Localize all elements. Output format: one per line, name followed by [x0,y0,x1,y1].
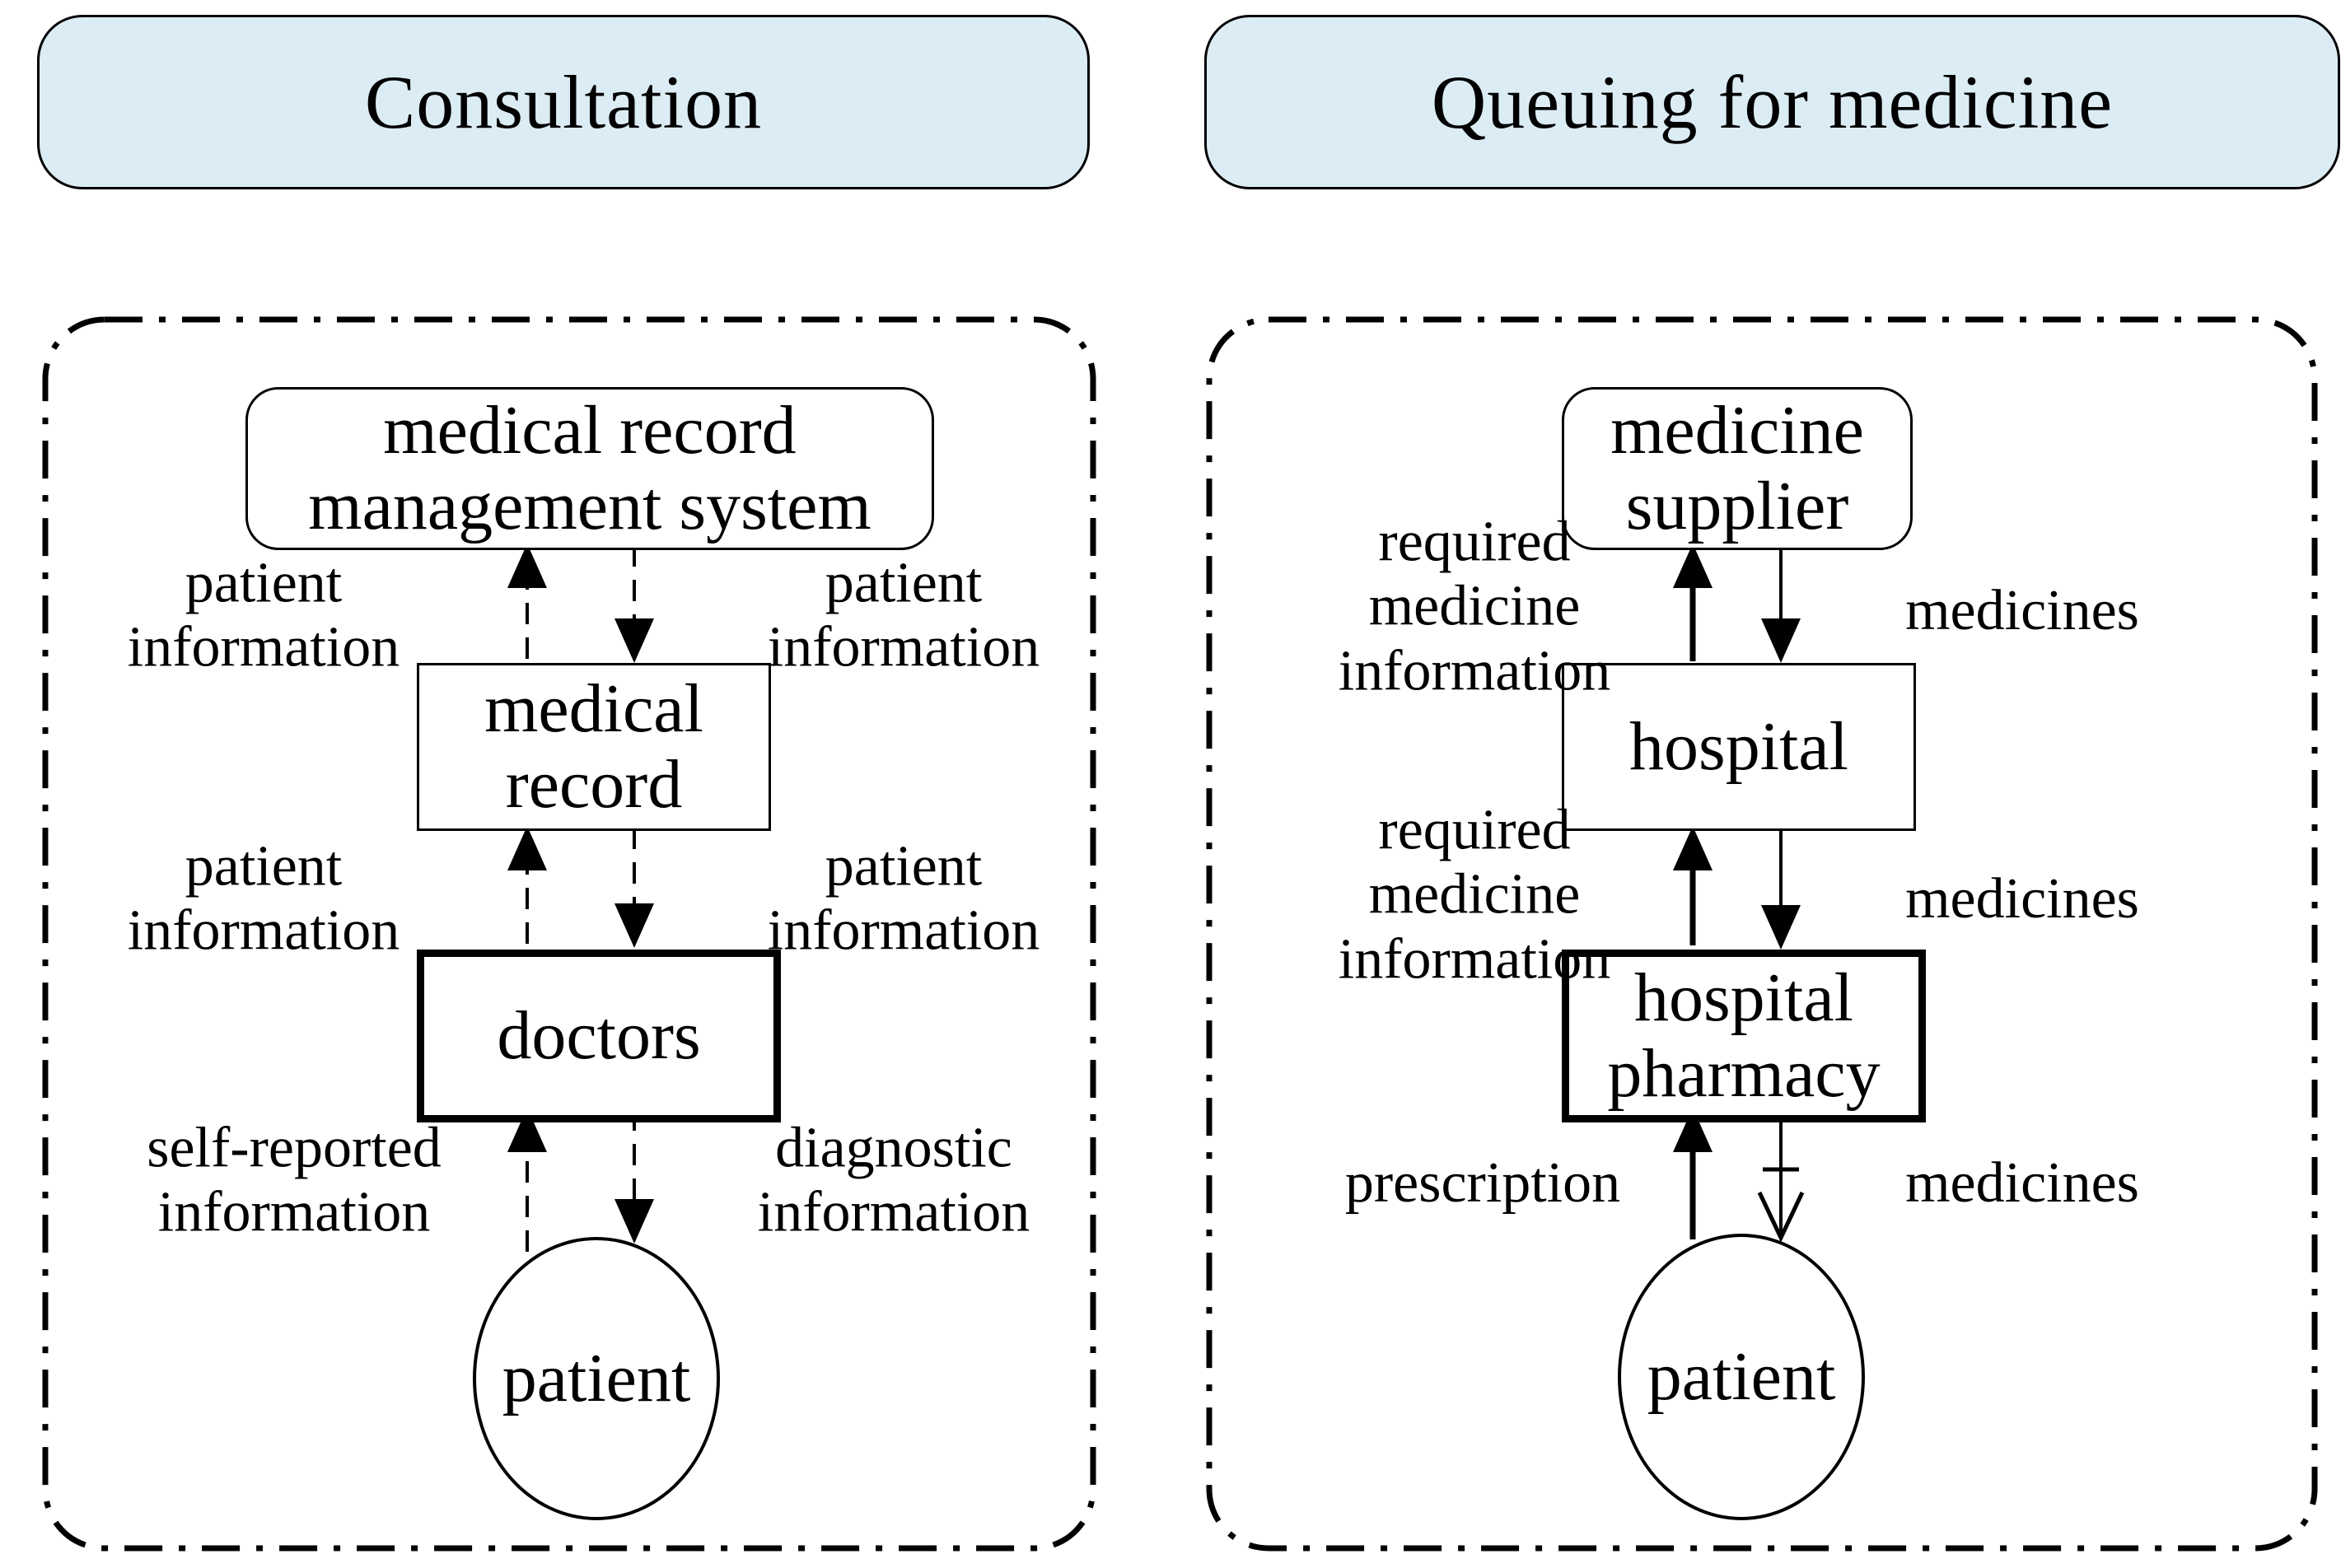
arrow-doctors-to-patient [614,1109,654,1244]
label-diagnostic-information: diagnostic information [757,1116,1030,1244]
arrow-pharmacy-to-patient-open-head [1757,1109,1805,1243]
arrow-record-to-system [507,544,547,659]
label-medicines-2: medicines [1905,866,2139,931]
label-patient-information-up-2: patient information [127,834,400,963]
label-patient-information-down-1: patient information [767,551,1040,679]
node-patient-queuing: patient [1618,1234,1865,1520]
label-medicines-1: medicines [1905,578,2139,642]
arrow-hospital-to-pharmacy [1761,828,1801,950]
label-required-medicine-information-1: required medicine information [1338,510,1611,703]
label-medicines-3: medicines [1905,1150,2139,1215]
label-patient-information-up-1: patient information [127,551,400,679]
arrow-doctors-to-record [507,826,547,944]
arrow-patient-to-pharmacy [1673,1108,1713,1239]
arrow-record-to-doctors [614,828,654,948]
consultation-panel-boundary [42,316,1096,1552]
node-medicine-supplier: medicine supplier [1562,387,1913,550]
node-hospital: hospital [1562,663,1916,831]
queuing-panel-boundary [1206,316,2318,1552]
arrow-patient-to-doctors [507,1108,547,1252]
arrow-pharmacy-to-hospital [1673,826,1713,945]
node-doctors: doctors [417,950,781,1122]
arrow-hospital-to-supplier [1673,544,1713,661]
consultation-title: Consultation [37,15,1090,189]
label-patient-information-down-2: patient information [767,834,1040,963]
node-medical-record: medical record [417,663,771,831]
arrow-system-to-record [614,545,654,663]
arrow-supplier-to-hospital [1761,545,1801,663]
label-self-reported-information: self-reported information [147,1116,442,1244]
node-hospital-pharmacy: hospital pharmacy [1562,950,1926,1122]
node-medical-record-management-system: medical record management system [245,387,934,550]
node-patient-consultation: patient [473,1237,720,1520]
label-prescription: prescription [1344,1150,1621,1215]
label-required-medicine-information-2: required medicine information [1338,798,1611,992]
queuing-title: Queuing for medicine [1204,15,2340,189]
